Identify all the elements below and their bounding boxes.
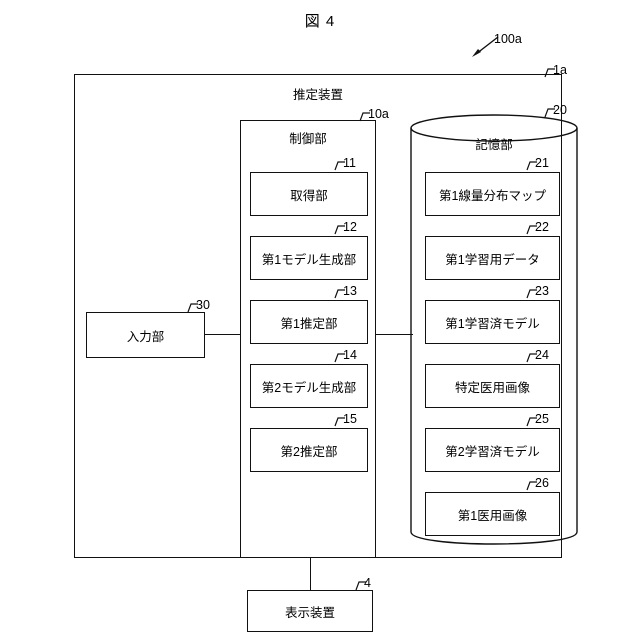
- leader-line-icon: [334, 287, 345, 299]
- control-item-second-model-generator[interactable]: 第2モデル生成部: [250, 364, 368, 408]
- control-item-first-estimator[interactable]: 第1推定部: [250, 300, 368, 344]
- storage-item-specific-medical-image[interactable]: 特定医用画像: [425, 364, 560, 408]
- storage-item-first-training-data[interactable]: 第1学習用データ: [425, 236, 560, 280]
- leader-line-icon: [334, 351, 345, 363]
- leader-line-icon: [355, 579, 366, 591]
- leader-line-icon: [526, 415, 537, 427]
- display-device-ref: 4: [355, 577, 371, 591]
- leader-line-icon: [334, 159, 345, 171]
- storage-item-label: 第1学習用データ: [445, 252, 540, 267]
- leader-line-icon: [526, 223, 537, 235]
- leader-line-icon: [526, 159, 537, 171]
- storage-item-label: 第1線量分布マップ: [439, 188, 546, 203]
- storage-item-label: 第1学習済モデル: [445, 316, 540, 331]
- display-device-label: 表示装置: [284, 605, 335, 620]
- control-item-label: 取得部: [290, 188, 328, 203]
- leader-line-icon: [359, 110, 370, 122]
- control-item-label: 第2推定部: [280, 444, 338, 459]
- storage-item-ref-26: 26: [526, 477, 549, 491]
- storage-item-second-trained-model[interactable]: 第2学習済モデル: [425, 428, 560, 472]
- storage-item-ref-21: 21: [526, 157, 549, 171]
- control-item-first-model-generator[interactable]: 第1モデル生成部: [250, 236, 368, 280]
- leader-line-icon: [526, 351, 537, 363]
- display-device-box[interactable]: 表示装置: [247, 590, 373, 632]
- storage-item-label: 特定医用画像: [454, 380, 530, 395]
- control-item-label: 第1モデル生成部: [261, 252, 357, 267]
- storage-unit-cylinder: [409, 112, 579, 550]
- control-item-ref-11: 11: [334, 157, 356, 171]
- leader-line-icon: [526, 287, 537, 299]
- connector-control-to-storage: [376, 334, 413, 336]
- leader-line-icon: [334, 415, 345, 427]
- input-unit-ref: 30: [187, 299, 210, 313]
- storage-item-ref-24: 24: [526, 349, 549, 363]
- connector-input-to-control: [205, 334, 241, 336]
- storage-item-label: 第2学習済モデル: [445, 444, 540, 459]
- leader-line-icon: [526, 479, 537, 491]
- control-unit-ref: 10a: [359, 108, 389, 122]
- storage-item-ref-25: 25: [526, 413, 549, 427]
- storage-unit-ref: 20: [544, 104, 567, 118]
- storage-item-first-trained-model[interactable]: 第1学習済モデル: [425, 300, 560, 344]
- leader-line-icon: [544, 106, 555, 118]
- storage-item-first-medical-image[interactable]: 第1医用画像: [425, 492, 560, 536]
- storage-item-ref-23: 23: [526, 285, 549, 299]
- control-item-ref-15: 15: [334, 413, 357, 427]
- control-item-ref-14: 14: [334, 349, 357, 363]
- input-unit-box[interactable]: 入力部: [86, 312, 205, 358]
- estimation-device-label: 推定装置: [292, 88, 343, 102]
- storage-unit-label: 記憶部: [475, 138, 513, 152]
- control-item-acquisition[interactable]: 取得部: [250, 172, 368, 216]
- storage-item-label: 第1医用画像: [457, 508, 528, 523]
- leader-line-icon: [334, 223, 345, 235]
- control-item-second-estimator[interactable]: 第2推定部: [250, 428, 368, 472]
- figure-title: 図 4: [304, 13, 336, 30]
- estimation-device-ref: 1a: [544, 64, 567, 78]
- input-unit-label: 入力部: [126, 329, 165, 344]
- leader-line-icon: [544, 66, 555, 78]
- leader-line-icon: [187, 301, 198, 313]
- control-item-label: 第2モデル生成部: [261, 380, 357, 395]
- storage-item-ref-22: 22: [526, 221, 549, 235]
- control-item-label: 第1推定部: [280, 316, 338, 331]
- system-ref-arrow-icon: [470, 34, 504, 65]
- control-item-ref-12: 12: [334, 221, 357, 235]
- connector-control-to-display: [310, 558, 312, 591]
- control-unit-label: 制御部: [289, 132, 327, 146]
- system-ref-number: 100a: [494, 32, 522, 46]
- control-item-ref-13: 13: [334, 285, 357, 299]
- storage-item-first-dose-map[interactable]: 第1線量分布マップ: [425, 172, 560, 216]
